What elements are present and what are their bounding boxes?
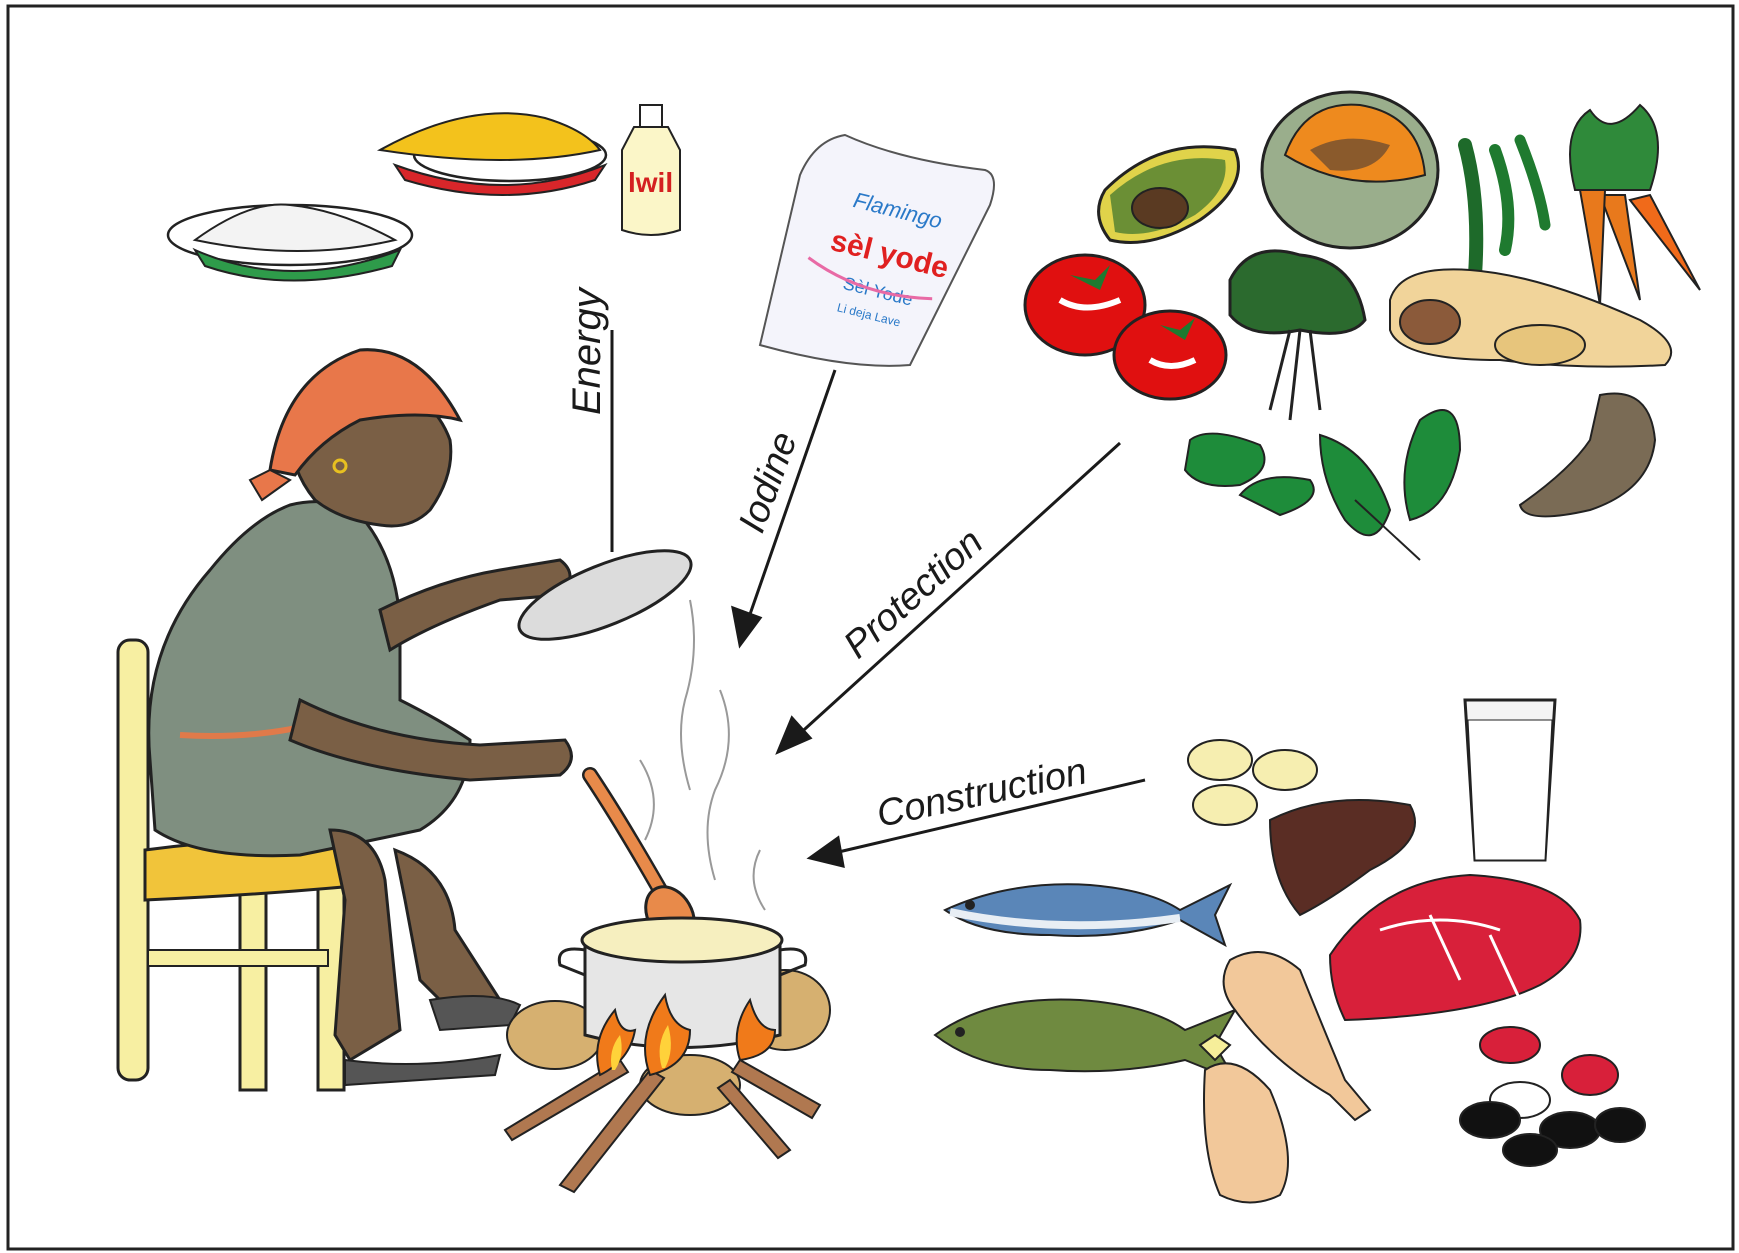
woman-body [149, 502, 470, 856]
firewood [505, 1060, 820, 1192]
protective-foods-group [1025, 92, 1700, 560]
white-rice-plate [168, 204, 412, 280]
melon [1262, 92, 1438, 248]
iodized-salt-bag: Flamingo sèl yode Sèl Yode Li deja Lave [760, 135, 994, 366]
woman-head [250, 350, 460, 526]
yellow-grain-plate [380, 113, 606, 195]
tomatoes [1025, 255, 1226, 399]
construction-label: Construction [873, 750, 1090, 835]
protection-label: Protection [836, 521, 991, 667]
oil-bottle-label: lwil [628, 167, 673, 198]
brown-pod [1520, 393, 1655, 516]
carp-fish [935, 999, 1235, 1080]
cooking-pot-and-fire [505, 600, 830, 1192]
woman-legs [330, 830, 520, 1085]
steam [640, 600, 765, 910]
leafy-greens [1185, 410, 1460, 560]
green-beans [1465, 140, 1545, 275]
oil-bottle: lwil [622, 105, 680, 235]
avocado [1099, 147, 1239, 243]
broccoli [1230, 251, 1365, 420]
sardine-fish [945, 884, 1230, 945]
energy-label: Energy [565, 285, 609, 415]
kidney-beans [1460, 1027, 1645, 1166]
protection-arrow [778, 443, 1120, 752]
steak [1330, 875, 1581, 1020]
carrots [1570, 105, 1700, 305]
milk-glass [1465, 700, 1555, 860]
peanuts [1390, 269, 1671, 366]
energy-foods-group: lwil [168, 105, 680, 281]
